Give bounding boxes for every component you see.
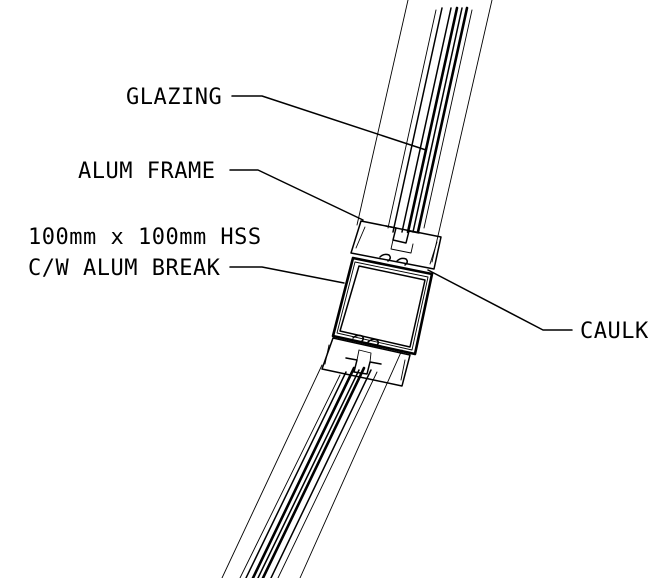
hss-leader — [229, 266, 345, 284]
upper-alum-frame — [350, 220, 442, 270]
caulk-leader — [427, 269, 573, 331]
caulk-label: CAULK — [580, 319, 649, 344]
upper-envelope-lines — [356, 0, 493, 263]
glazing-label: GLAZING — [126, 85, 222, 110]
lower-glazing-unit — [239, 366, 378, 578]
hss-label-line1: 100mm x 100mm HSS — [28, 225, 262, 250]
hss-tube — [331, 256, 434, 356]
glazing-leader — [231, 95, 427, 151]
alum-frame-label: ALUM FRAME — [78, 159, 215, 184]
caulk-beads — [352, 253, 409, 347]
alum-frame-leader — [229, 169, 364, 221]
lower-envelope-lines — [221, 349, 403, 578]
lower-alum-frame — [321, 337, 411, 387]
upper-glazing-unit — [387, 6, 473, 234]
leader-lines — [229, 95, 573, 331]
hss-label-line2: C/W ALUM BREAK — [28, 256, 221, 281]
